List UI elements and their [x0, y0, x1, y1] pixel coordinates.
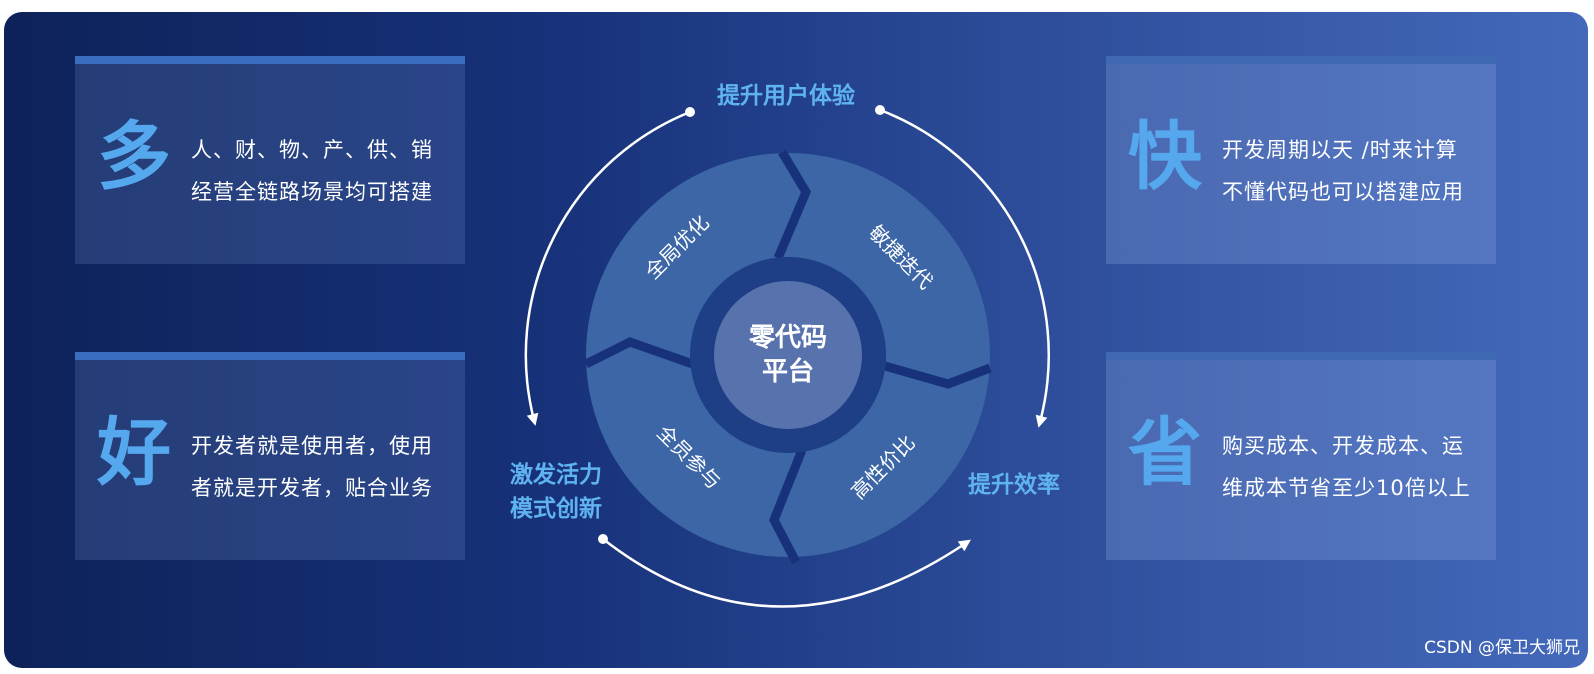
card-topbar [1106, 56, 1496, 64]
card-topbar [75, 56, 465, 64]
card-hao: 好 开发者就是使用者，使用 者就是开发者，贴合业务 [75, 352, 465, 560]
center-circle [714, 281, 862, 429]
cycle-left-label-2: 模式创新 [510, 495, 602, 522]
card-hao-char: 好 [97, 410, 171, 496]
card-kuai-line1: 开发周期以天 /时来计算 [1222, 138, 1458, 162]
card-kuai-char: 快 [1128, 114, 1202, 200]
cycle-left-label-1: 激发活力 [510, 461, 602, 488]
divider-top [773, 149, 812, 260]
card-hao-line1: 开发者就是使用者，使用 [191, 434, 433, 458]
cycle-arc-left-start-dot [685, 107, 695, 117]
cycle-arc-right-start-dot [875, 105, 885, 115]
card-duo: 多 人、财、物、产、供、销 经营全链路场景均可搭建 [75, 56, 465, 264]
cycle-arc-right [879, 108, 1050, 428]
card-topbar [1106, 352, 1496, 360]
credit-watermark: CSDN @保卫大狮兄 [1424, 638, 1580, 658]
background-panel: 多 人、财、物、产、供、销 经营全链路场景均可搭建 好 开发者就是使用者，使用 … [4, 12, 1588, 668]
card-topbar [75, 352, 465, 360]
cycle-arc-bottom [602, 538, 971, 608]
card-duo-line2: 经营全链路场景均可搭建 [191, 180, 433, 204]
cycle-top-label: 提升用户体验 [717, 82, 855, 109]
cycle-arc-left [524, 110, 691, 426]
cycle-right-label: 提升效率 [968, 471, 1060, 498]
card-duo-char: 多 [97, 114, 171, 200]
card-hao-line2: 者就是开发者，贴合业务 [191, 476, 433, 500]
cycle-diagram: 零代码 平台 全局优化 敏捷迭代 全员参与 高性价比 提升用户体验 提升效率 激… [510, 82, 1060, 608]
card-kuai-line2: 不懂代码也可以搭建应用 [1222, 180, 1464, 204]
card-duo-line1: 人、财、物、产、供、销 [191, 138, 433, 162]
divider-bottom [769, 448, 807, 565]
card-kuai: 快 开发周期以天 /时来计算 不懂代码也可以搭建应用 [1106, 56, 1496, 264]
center-line2: 平台 [762, 356, 814, 387]
center-line1: 零代码 [749, 323, 827, 353]
cycle-arc-bottom-start-dot [598, 534, 608, 544]
card-sheng-line2: 维成本节省至少10倍以上 [1222, 476, 1471, 500]
card-sheng-char: 省 [1128, 410, 1202, 496]
divider-left [583, 337, 706, 373]
card-sheng: 省 购买成本、开发成本、运 维成本节省至少10倍以上 [1106, 352, 1496, 560]
card-sheng-line1: 购买成本、开发成本、运 [1222, 434, 1464, 458]
divider-right [876, 359, 992, 389]
